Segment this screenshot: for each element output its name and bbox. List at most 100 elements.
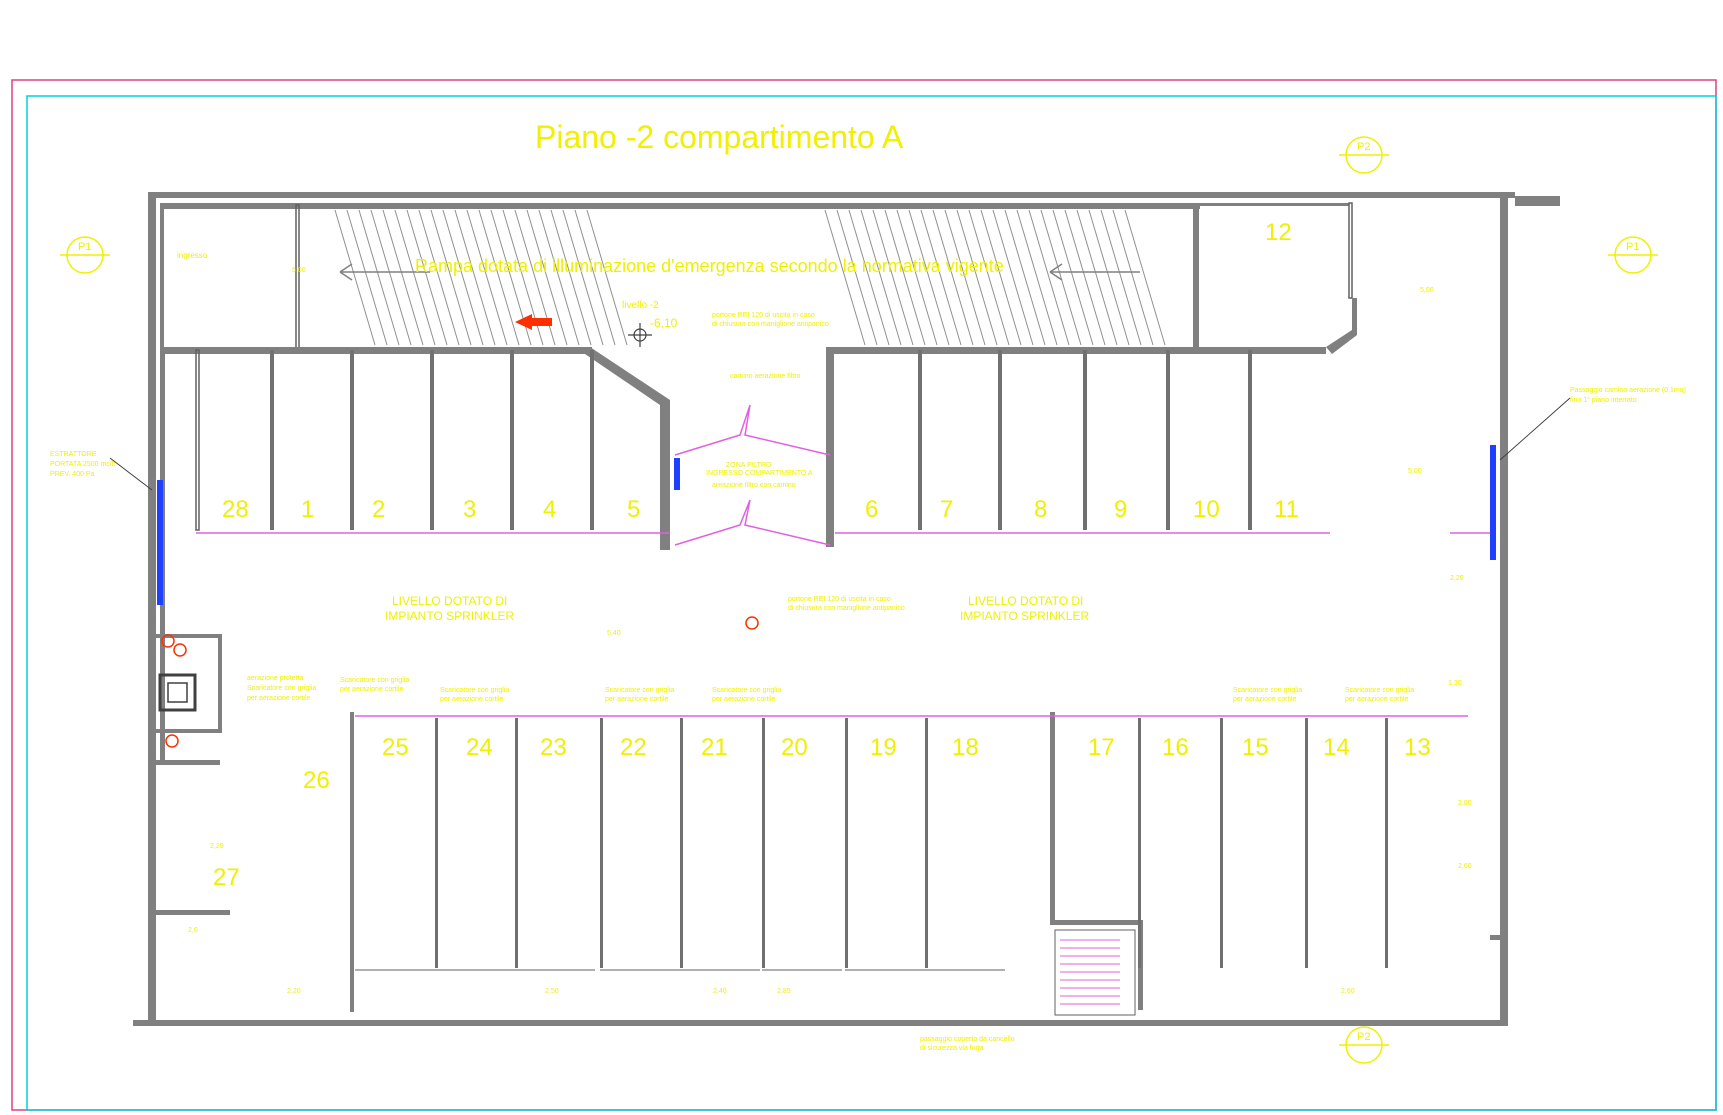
stall-divider xyxy=(925,718,928,968)
zona-filtro-line-3: areazione filtro con camino xyxy=(712,482,796,489)
sprinkler-label-right-1: LIVELLO DOTATO DI xyxy=(968,594,1083,608)
building-walls xyxy=(133,192,1560,1026)
hatch-line xyxy=(394,209,436,346)
stairwell xyxy=(1054,929,1136,1016)
hatch-line xyxy=(334,209,376,346)
dimension-label: 5,00 xyxy=(292,267,306,274)
dimension-label: 2,60 xyxy=(1341,988,1355,995)
grate-label: Scaricatore con griglia xyxy=(340,677,409,684)
box-number-8: 8 xyxy=(1034,496,1047,523)
hatch-line xyxy=(418,209,460,346)
grate-label: Scaricatore con griglia xyxy=(1233,687,1302,694)
hatch-line xyxy=(944,209,986,346)
hatch-line xyxy=(358,209,400,346)
hatch-line xyxy=(382,209,424,346)
extractor-unit xyxy=(157,480,163,605)
stall-divider xyxy=(350,350,354,530)
hatch-line xyxy=(908,209,950,346)
stall-divider xyxy=(600,718,603,968)
box-number-15: 15 xyxy=(1242,734,1269,761)
level-value: -6,10 xyxy=(650,316,678,330)
axis-label-p2-top: P2 xyxy=(1357,141,1370,153)
box-number-20: 20 xyxy=(781,734,808,761)
axis-label-p1-right: P1 xyxy=(1626,241,1639,253)
hatch-line xyxy=(884,209,926,346)
hatch-line xyxy=(574,209,616,346)
stall-divider xyxy=(435,718,438,968)
stall-divider xyxy=(270,350,274,530)
hatch-line xyxy=(932,209,974,346)
axis-markers xyxy=(60,136,1658,1064)
hatch-line xyxy=(956,209,998,346)
dimension-label: 5,00 xyxy=(1408,468,1422,475)
passaggio-line-2: fino 1° piano interrato xyxy=(1570,396,1637,404)
fire-extinguisher-icons xyxy=(161,616,759,748)
camino-label: camino aerazione filtro xyxy=(730,373,801,380)
axis-label-p2-bottom: P2 xyxy=(1357,1031,1370,1043)
parking-stalls-bottom xyxy=(355,718,1388,971)
passaggio-line-1: Passaggio camino aerazione (0,1mq) xyxy=(1570,387,1686,394)
zona-filtro-line-2: INGRESSO COMPARTIMENTO A xyxy=(706,470,813,477)
hatch-line xyxy=(1124,209,1166,346)
dimension-label: 2,0 xyxy=(188,927,198,934)
hatch-line xyxy=(466,209,508,346)
dimension-label: 2,85 xyxy=(777,988,791,995)
box-number-5: 5 xyxy=(627,496,640,523)
dimension-label: 5,00 xyxy=(1420,287,1434,294)
stall-divider xyxy=(1166,350,1170,530)
grate-label: Scaricatore con griglia xyxy=(605,687,674,694)
hatch-line xyxy=(526,209,568,346)
hatch-line xyxy=(1028,209,1070,346)
hatch-line xyxy=(1040,209,1082,346)
stall-divider xyxy=(680,718,683,968)
level-crosshair-icon xyxy=(628,323,652,347)
ramp-hatching xyxy=(334,209,1166,346)
stall-divider xyxy=(918,350,922,530)
box-number-13: 13 xyxy=(1404,734,1431,761)
stall-divider xyxy=(1220,718,1223,968)
hatch-line xyxy=(1076,209,1118,346)
hatch-line xyxy=(1052,209,1094,346)
box-number-25: 25 xyxy=(382,734,409,761)
scarico-line-3: per aerazione cortile xyxy=(247,695,311,702)
hatch-line xyxy=(562,209,604,346)
grate-label: Scaricatore con griglia xyxy=(440,687,509,694)
grate-label: per aerazione cortile xyxy=(605,696,669,703)
zona-filtro-line-1: ZONA FILTRO xyxy=(726,462,772,469)
sprinkler-label-left-2: IMPIANTO SPRINKLER xyxy=(385,609,514,623)
stall-divider xyxy=(1248,350,1252,530)
stall-limit-lines xyxy=(196,532,1490,717)
box-number-21: 21 xyxy=(701,734,728,761)
box-number-18: 18 xyxy=(952,734,979,761)
dimension-label: 2,20 xyxy=(287,988,301,995)
stall-divider xyxy=(762,718,765,968)
hatch-line xyxy=(406,209,448,346)
box-number-3: 3 xyxy=(463,496,476,523)
scarico-line-1: aerazione protetta xyxy=(247,675,304,682)
porta-bottom-line-1: portone REI 120 di uscita in caso xyxy=(788,596,891,603)
grate-label: per aerazione cortile xyxy=(1345,696,1409,703)
stall-divider xyxy=(1083,350,1087,530)
ramp-label: Rampa dotata di illuminazione d'emergenz… xyxy=(415,256,1004,276)
porta-top-line-1: portone REI 120 di uscita in caso xyxy=(712,312,815,319)
box-number-24: 24 xyxy=(466,734,493,761)
hatch-line xyxy=(1064,209,1106,346)
axis-label-p1-left: P1 xyxy=(78,241,91,253)
bottom-note-line-1: passaggio coperto da cancello xyxy=(920,1036,1015,1043)
dimension-label: 5,40 xyxy=(607,630,621,637)
dimension-label: 2,20 xyxy=(1450,575,1464,582)
hatch-line xyxy=(836,209,878,346)
estrattore-line-2: PORTATA 2500 mc/h xyxy=(50,461,116,468)
hatch-line xyxy=(872,209,914,346)
box-number-12: 12 xyxy=(1265,219,1292,246)
stall-divider xyxy=(590,350,594,530)
hatch-line xyxy=(1112,209,1154,346)
box-number-2: 2 xyxy=(372,496,385,523)
sprinkler-label-left-1: LIVELLO DOTATO DI xyxy=(392,594,507,608)
stall-divider xyxy=(430,350,434,530)
grate-label: per aerazione cortile xyxy=(340,686,404,693)
hatch-line xyxy=(454,209,496,346)
entrance-label: ingresso xyxy=(177,251,208,260)
stall-divider xyxy=(845,718,848,968)
grate-label: per aerazione cortile xyxy=(440,696,504,703)
